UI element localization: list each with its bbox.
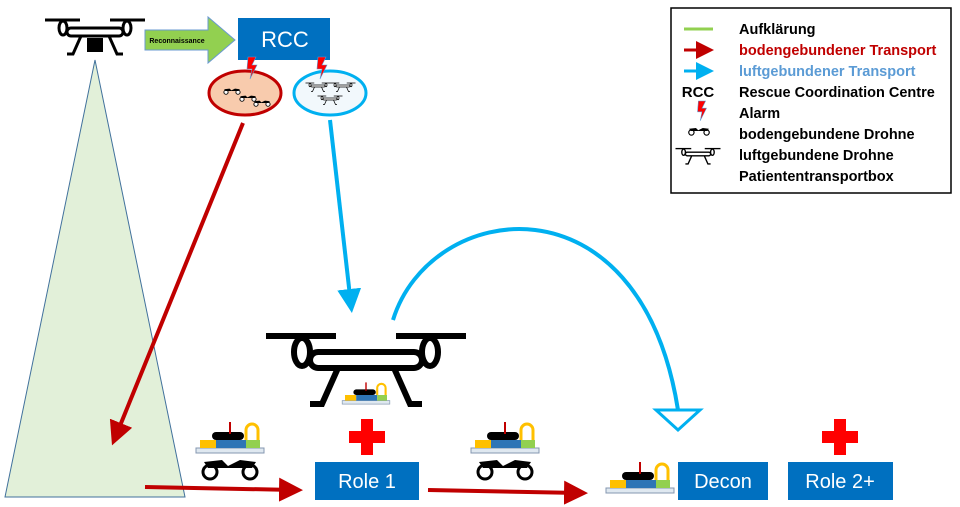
recon-cone	[4, 59, 186, 498]
role2-box	[788, 462, 893, 500]
air-drone-swarm	[292, 69, 368, 117]
air-transport-arrow	[328, 119, 362, 313]
red-cross-icon	[822, 419, 858, 455]
legend-label: Alarm	[739, 106, 780, 122]
patient-transport-box-icon	[469, 420, 541, 455]
reconnaissance-label: Reconnaissance	[149, 38, 204, 45]
legend-label: Aufklärung	[739, 22, 816, 38]
legend-label: bodengebundener Transport	[739, 43, 937, 59]
rcc-label: RCC	[261, 27, 309, 52]
reconnaissance-arrow: Reconnaissance	[144, 15, 236, 65]
legend-label: luftgebundener Transport	[739, 64, 916, 80]
legend: RCC Aufklärung bodengebundener Transport…	[670, 7, 952, 194]
recon-drone-icon	[43, 18, 147, 56]
air-transport-arc	[391, 227, 680, 411]
ground-drone-icon	[201, 458, 259, 481]
ground-transport-arrow	[109, 122, 245, 446]
legend-label: luftgebundene Drohne	[739, 148, 894, 164]
ground-drone-icon	[476, 458, 534, 481]
air-arrowhead-open	[652, 408, 704, 433]
ground-transport-arrow	[427, 480, 588, 505]
role1-label: Role 1	[338, 471, 396, 493]
patient-transport-box-icon	[604, 460, 676, 495]
patient-transport-box-icon	[194, 420, 266, 455]
patient-transport-box-icon	[341, 381, 391, 406]
decon-label: Decon	[694, 471, 752, 493]
role1-box	[315, 462, 419, 500]
legend-label: bodengebundene Drohne	[739, 127, 915, 143]
ground-transport-arrow	[144, 477, 303, 502]
rcc-box	[238, 18, 330, 60]
role2-label: Role 2+	[805, 471, 875, 493]
decon-box	[678, 462, 768, 500]
ground-drone-swarm	[207, 69, 283, 117]
legend-label: Patiententransportbox	[739, 169, 894, 185]
legend-label: Rescue Coordination Centre	[739, 85, 935, 101]
red-cross-icon	[349, 419, 385, 455]
legend-rcc-icon: RCC	[682, 84, 715, 101]
